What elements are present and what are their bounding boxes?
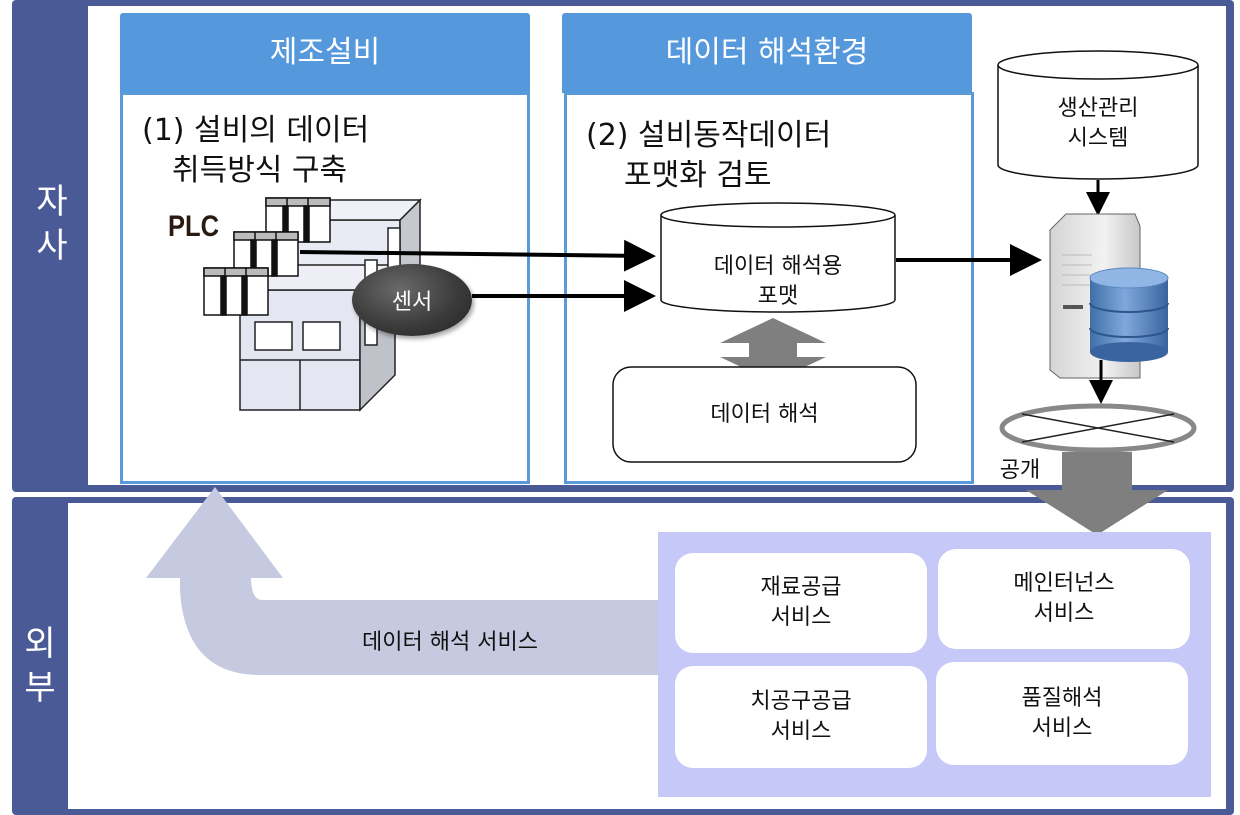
equipment-header: 제조설비 <box>120 13 530 93</box>
service-tooling-supply-line1: 치공구공급 <box>750 689 852 714</box>
analysis-env-title-line1: (2) 설비동작데이터 <box>586 118 832 153</box>
internal-label-char-2: 사 <box>36 226 68 266</box>
service-maintenance-line2: 서비스 <box>1033 601 1095 626</box>
publish-label: 공개 <box>999 458 1041 483</box>
format-analysis-double-arrow <box>720 318 826 382</box>
plc-units <box>203 197 331 316</box>
plc-label: PLC <box>168 210 219 243</box>
data-service-return-arrow <box>146 487 660 675</box>
format-db-cylinder <box>660 202 896 313</box>
service-quality-analysis-line2: 서비스 <box>1031 715 1093 741</box>
database-icon <box>1089 267 1169 362</box>
service-material-supply-line1: 재료공급 <box>760 575 842 600</box>
service-material-supply-line2: 서비스 <box>770 605 832 630</box>
service-tooling-supply-line2: 서비스 <box>770 719 832 744</box>
data-service-arrow-label: 데이터 해석 서비스 <box>362 630 538 655</box>
production-db-label-line2: 시스템 <box>1067 126 1129 151</box>
production-db-label: 생산관리 시스템 <box>998 94 1198 154</box>
equipment-title-line1: (1) 설비의 데이터 <box>142 113 370 148</box>
production-db-label-line1: 생산관리 <box>1057 96 1139 121</box>
analysis-env-title-line2: 포맷화 검토 <box>624 158 772 193</box>
production-db-cylinder <box>997 50 1199 180</box>
plc-unit-bottom <box>203 267 269 316</box>
external-label-char-1: 외 <box>24 624 56 664</box>
plc-to-format-arrow <box>299 239 656 272</box>
data-analysis-label: 데이터 해석 <box>710 402 819 427</box>
external-section-label: 외 부 <box>10 622 70 710</box>
data-analysis-box <box>612 366 917 463</box>
service-quality-analysis-line1: 품질해석 <box>1021 685 1103 711</box>
format-db-label-line1: 데이터 해석용 <box>713 254 843 279</box>
external-label-char-2: 부 <box>24 668 56 708</box>
internal-label-char-1: 자 <box>36 182 68 222</box>
publish-arrow <box>1026 452 1168 535</box>
internal-section-label: 자 사 <box>22 180 82 268</box>
service-maintenance-line1: 메인터넌스 <box>1013 571 1115 596</box>
equipment-title-line2: 취득방식 구축 <box>172 153 348 188</box>
network-hub <box>999 403 1197 453</box>
format-db-label-line2: 포맷 <box>757 284 799 309</box>
sensor-node: 센서 <box>352 264 472 336</box>
analysis-env-header: 데이터 해석환경 <box>562 13 972 93</box>
sensor-label: 센서 <box>391 290 433 315</box>
format-db-label: 데이터 해석용 포맷 <box>661 252 895 312</box>
factory-illustration <box>203 197 422 412</box>
